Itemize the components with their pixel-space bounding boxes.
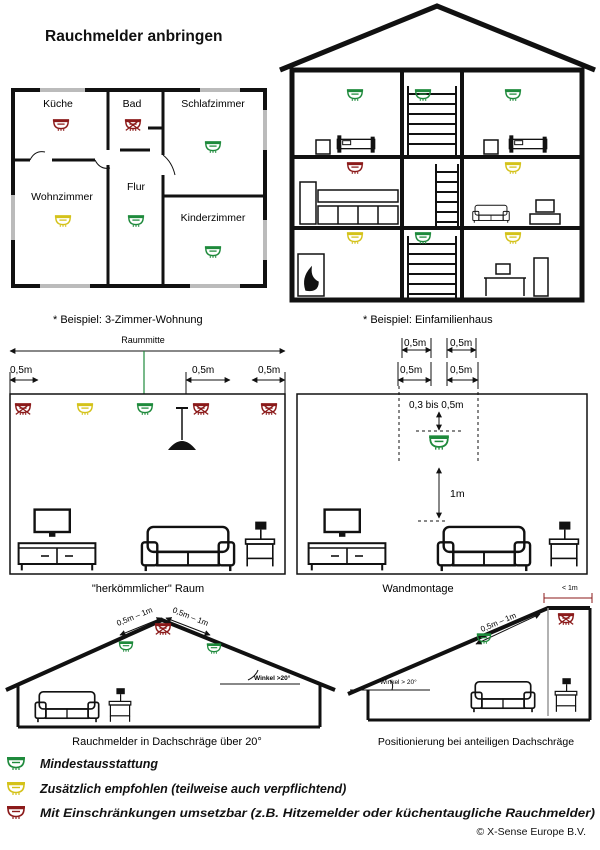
- house: [279, 3, 596, 303]
- smoke-detector-green-icon: [6, 756, 26, 771]
- room1-dim-mid: 0,5m: [192, 365, 214, 376]
- legend-label-red: Mit Einschränkungen umsetzbar (z.B. Hitz…: [40, 806, 595, 820]
- legend-label-green: Mindestausstattung: [40, 757, 158, 771]
- smoke-detector-green-icon: [414, 231, 432, 245]
- smoke-detector-red-icon: [52, 118, 70, 132]
- room2-dim-left: 0,5m: [400, 365, 422, 376]
- smoke-detector-red-icon: [15, 403, 31, 415]
- room2-caption: Wandmontage: [382, 583, 453, 595]
- smoke-detector-yellow-icon: [76, 402, 94, 416]
- smoke-detector-red-icon: [193, 403, 209, 415]
- roof2-dim-top: < 1m: [562, 585, 578, 592]
- room2-frame: [296, 393, 588, 575]
- smoke-detector-green-icon: [346, 88, 364, 102]
- smoke-detector-red-icon: [6, 805, 26, 820]
- smoke-detector-yellow-icon: [504, 161, 522, 175]
- floorplan-caption: * Beispiel: 3-Zimmer-Wohnung: [53, 314, 203, 326]
- smoke-detector-green-icon: [504, 88, 522, 102]
- floorplan: [11, 88, 267, 288]
- ceiling-lamp-icon: [168, 407, 196, 450]
- side-table-lamp-icon: [548, 520, 580, 568]
- room1-frame: [9, 393, 286, 575]
- tv-sideboard-icon: [17, 508, 97, 572]
- desk-icon: [484, 257, 549, 297]
- copyright-notice: © X-Sense Europe B.V.: [476, 826, 587, 838]
- roof1: [5, 617, 336, 729]
- room2-dim-top-left: 0,5m: [404, 338, 426, 349]
- nightstand-icon: [315, 139, 331, 155]
- house-stairs: [407, 86, 459, 300]
- kitchen-icon: [299, 181, 399, 225]
- roof2: [347, 606, 592, 722]
- smoke-detector-green-icon: [127, 214, 145, 228]
- side-table-lamp-icon: [244, 520, 276, 568]
- room2-dim-ceiling: 0,3 bis 0,5m: [409, 400, 463, 411]
- side-table-lamp-icon: [554, 677, 578, 713]
- room-label-kueche: Küche: [43, 98, 73, 110]
- house-caption: * Beispiel: Einfamilienhaus: [363, 314, 493, 326]
- room1-dim-right: 0,5m: [258, 365, 280, 376]
- smoke-detector-yellow-icon: [6, 781, 26, 796]
- room-label-kinderzimmer: Kinderzimmer: [181, 212, 246, 224]
- bed-icon: [508, 134, 548, 154]
- smoke-detector-yellow-icon: [54, 214, 72, 228]
- smoke-detector-red-icon: [125, 119, 141, 131]
- smoke-detector-green-icon: [204, 245, 222, 259]
- sofa-icon: [140, 525, 236, 573]
- smoke-detector-green-icon: [136, 402, 154, 416]
- roof2-caption: Positionierung bei anteiligen Dachschräg…: [378, 736, 574, 748]
- room1-caption: "herkömmlicher" Raum: [92, 583, 204, 595]
- sofa-icon: [470, 680, 536, 714]
- page-title: Rauchmelder anbringen: [45, 28, 223, 45]
- nightstand-icon: [483, 139, 499, 155]
- smoke-detector-green-icon: [204, 140, 222, 154]
- tv-icon: [535, 199, 555, 213]
- boiler-icon: [297, 253, 325, 297]
- legend: Mindestausstattung Zusätzlich empfohlen …: [6, 756, 595, 820]
- sofa-icon: [34, 690, 100, 724]
- smoke-detector-red-icon: [261, 403, 277, 415]
- sofa-icon: [472, 204, 510, 224]
- smoke-detector-yellow-icon: [346, 231, 364, 245]
- bed-icon: [336, 134, 376, 154]
- room1-dim-left: 0,5m: [10, 365, 32, 376]
- roof2-angle: Winkel > 20°: [380, 678, 417, 686]
- smoke-detector-green-icon: [206, 642, 222, 655]
- room2-dim-height: 1m: [450, 488, 465, 500]
- room-label-bad: Bad: [123, 98, 142, 110]
- roof1-caption: Rauchmelder in Dachschräge über 20°: [72, 736, 262, 748]
- legend-label-yellow: Zusätzlich empfohlen (teilweise auch ver…: [39, 782, 346, 796]
- smoke-detector-red-icon: [346, 161, 364, 175]
- tv-sideboard-icon: [307, 508, 387, 572]
- sofa-icon: [436, 525, 532, 573]
- smoke-detector-yellow-icon: [504, 231, 522, 245]
- room1-center-label: Raummitte: [121, 335, 165, 345]
- smoke-detector-red-icon: [155, 623, 171, 635]
- smoke-detector-red-icon: [558, 613, 574, 625]
- roof1-angle: Winkel >20°: [254, 674, 291, 682]
- room-label-schlafzimmer: Schlafzimmer: [181, 98, 245, 110]
- side-table-lamp-icon: [108, 687, 132, 723]
- smoke-detector-green-icon: [118, 640, 134, 653]
- smoke-detector-green-icon: [428, 434, 450, 451]
- room2-dim-top-right: 0,5m: [450, 338, 472, 349]
- room-label-flur: Flur: [127, 181, 146, 193]
- room2-dim-right: 0,5m: [450, 365, 472, 376]
- room-label-wohnzimmer: Wohnzimmer: [31, 191, 93, 203]
